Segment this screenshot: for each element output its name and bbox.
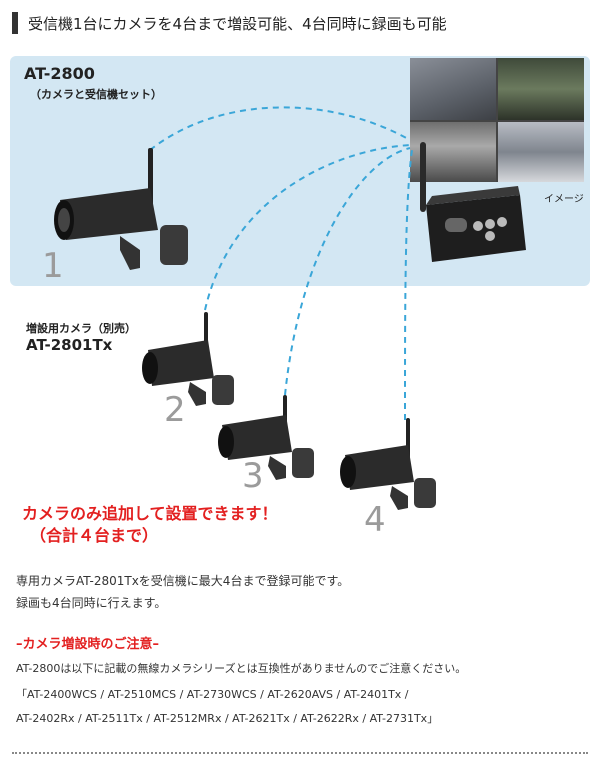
camera-number-1: 1	[42, 246, 64, 286]
body-text-1: 専用カメラAT-2801Txを受信機に最大4台まで登録可能です。	[16, 574, 350, 588]
notice-line-2: （合計４台まで）	[30, 526, 159, 545]
camera-number-3: 3	[242, 456, 264, 496]
wave-4	[404, 149, 413, 421]
monitor-view-4	[498, 122, 584, 182]
add-camera-label: 増設用カメラ（別売）	[26, 322, 136, 335]
caution-text-1: AT-2800は以下に記載の無線カメラシリーズとは互換性がありませんのでご注意く…	[16, 662, 467, 675]
receiver-icon	[420, 142, 526, 262]
camera-icon-3	[218, 395, 314, 480]
wireless-waves	[149, 106, 413, 421]
bottom-divider	[12, 752, 588, 754]
set-subtitle: （カメラと受信機セット）	[30, 88, 162, 101]
wave-1	[149, 106, 411, 151]
caution-title: –カメラ増設時のご注意–	[16, 637, 160, 652]
wave-3	[284, 147, 411, 396]
image-label: イメージ	[544, 194, 584, 205]
add-camera-model: AT-2801Tx	[26, 336, 113, 354]
monitor-image	[410, 58, 584, 182]
monitor-view-1	[410, 58, 496, 120]
caution-text-2: 「AT-2400WCS / AT-2510MCS / AT-2730WCS / …	[16, 688, 409, 701]
header-bar	[12, 12, 18, 34]
body-text-2: 録画も4台同時に行えます。	[16, 596, 167, 610]
caution-text-3: AT-2402Rx / AT-2511Tx / AT-2512MRx / AT-…	[16, 712, 439, 725]
camera-icon-4	[340, 418, 436, 510]
camera-number-2: 2	[164, 390, 186, 430]
monitor-view-2	[498, 58, 584, 120]
section-header: 受信機1台にカメラを4台まで増設可能、4台同時に録画も可能	[12, 10, 592, 36]
section-title: 受信機1台にカメラを4台まで増設可能、4台同時に録画も可能	[28, 15, 447, 33]
set-model: AT-2800	[24, 64, 95, 83]
notice-line-1: カメラのみ追加して設置できます！	[22, 504, 278, 523]
camera-icon-1	[54, 148, 188, 270]
camera-number-4: 4	[364, 500, 386, 540]
camera-icon-2	[142, 312, 234, 406]
